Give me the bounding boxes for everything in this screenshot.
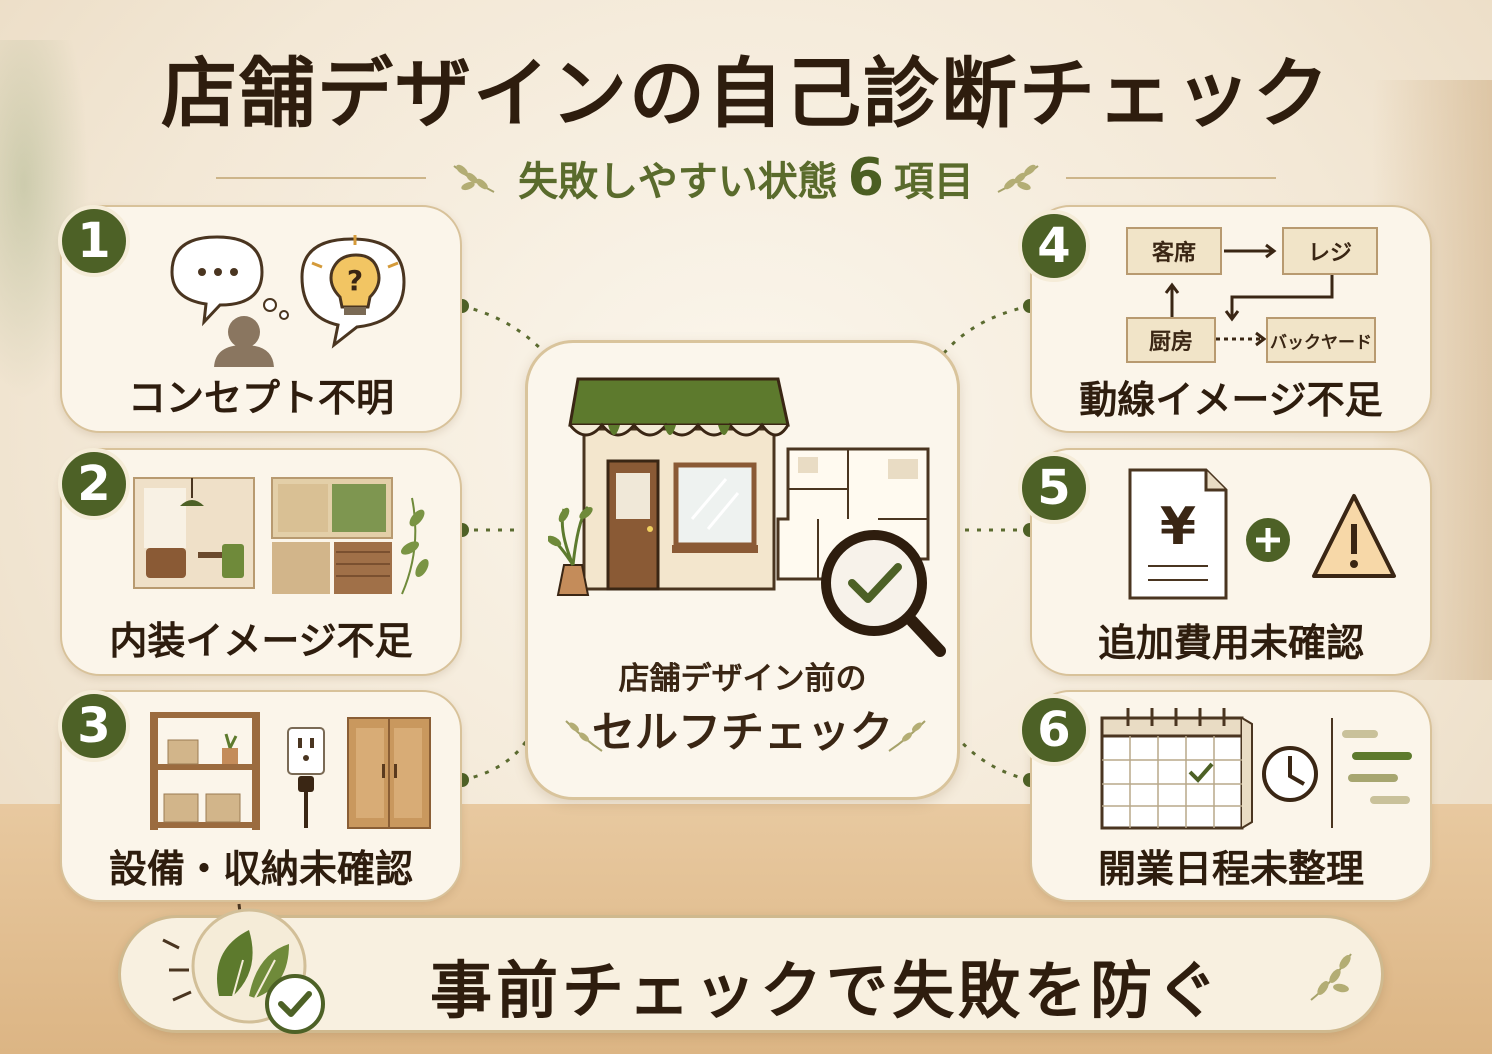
sprig-icon — [888, 720, 926, 752]
number-badge: 3 — [58, 690, 130, 762]
subtitle-row: 失敗しやすい状態 6 項目 — [0, 148, 1492, 208]
subtitle-suffix: 項目 — [893, 159, 974, 205]
number-badge: 1 — [58, 205, 130, 277]
flow-arrows — [1164, 243, 1334, 347]
flow-box-kitchen: 厨房 — [1126, 317, 1216, 363]
subtitle-prefix: 失敗しやすい状態 — [518, 159, 838, 205]
store-floorplan-magnifier-icon — [548, 377, 946, 657]
card-schedule: 開業日程未整理 — [1030, 690, 1432, 902]
item-label: 追加費用未確認 — [1097, 621, 1364, 665]
footer-message: 事前チェックで失敗を防ぐ — [429, 954, 1222, 1027]
sprig-right-icon — [997, 164, 1039, 193]
flow-box-backyard: バックヤード — [1266, 317, 1376, 363]
center-line2: セルフチェック — [592, 708, 893, 758]
sprig-icon — [565, 720, 603, 752]
interior-moodboard-icon — [133, 477, 429, 595]
sprig-left-icon — [453, 164, 495, 193]
item-label: 動線イメージ不足 — [1079, 378, 1383, 422]
sprig-icon — [1310, 953, 1352, 1001]
number-badge: 4 — [1018, 210, 1090, 282]
subtitle: 失敗しやすい状態 6 項目 — [518, 148, 974, 208]
card-cost: ¥ 追加費用未確認 — [1030, 448, 1432, 676]
center-card: 店舗デザイン前の セルフチェック — [525, 340, 960, 800]
leaf-check-icon — [162, 903, 325, 1034]
footer-banner: 事前チェックで失敗を防ぐ — [118, 903, 1384, 1034]
svg-text:?: ? — [347, 264, 363, 297]
flow-box-seats: 客席 — [1126, 227, 1222, 275]
flow-box-register: レジ — [1282, 227, 1378, 275]
yen-document-warning-icon: ¥ — [1128, 468, 1396, 600]
svg-text:¥: ¥ — [1160, 497, 1196, 557]
divider-left — [216, 177, 427, 179]
number-badge: 2 — [58, 448, 130, 520]
center-line1: 店舗デザイン前の — [618, 661, 867, 697]
item-label: 内装イメージ不足 — [109, 619, 413, 663]
number-badge: 5 — [1018, 452, 1090, 524]
page-title: 店舗デザインの自己診断チェック — [161, 49, 1331, 138]
card-interior: 内装イメージ不足 — [60, 448, 462, 676]
item-label: 設備・収納未確認 — [108, 847, 413, 891]
number-badge: 6 — [1018, 694, 1090, 766]
divider-right — [1065, 177, 1276, 179]
flow-diagram: 客席 レジ 厨房 バックヤード — [1122, 223, 1412, 373]
shelf-outlet-cabinet-icon — [150, 712, 431, 830]
card-flow: 客席 レジ 厨房 バックヤード 動線イメージ不足 — [1030, 205, 1432, 433]
thinking-person-icon: ? — [170, 235, 406, 367]
item-label: コンセプト不明 — [127, 376, 394, 420]
item-label: 開業日程未整理 — [1097, 847, 1364, 891]
subtitle-count: 6 — [847, 148, 884, 208]
calendar-clock-gantt-icon — [1100, 708, 1412, 830]
